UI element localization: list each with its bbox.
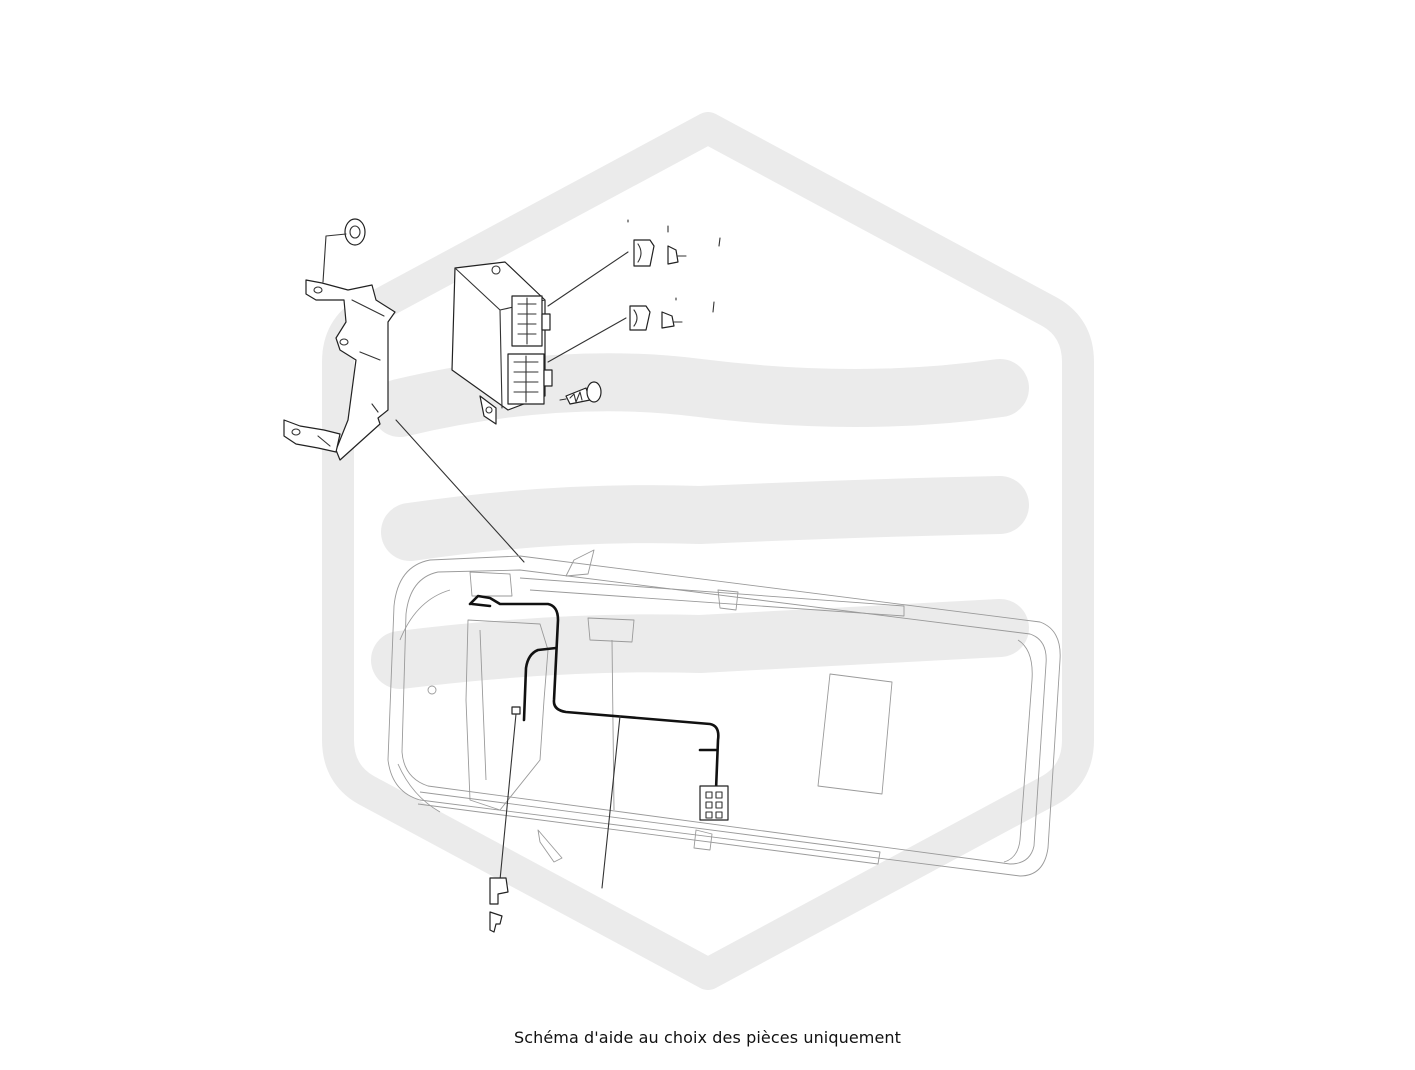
wiring-harness-icon xyxy=(468,594,729,821)
screw-icon xyxy=(559,381,602,405)
terminal-icon xyxy=(627,219,721,329)
vehicle-outline-icon xyxy=(387,549,1061,877)
diagram-caption: Schéma d'aide au choix des pièces unique… xyxy=(513,1028,902,1047)
connector-icon xyxy=(489,877,509,933)
mounting-bracket-icon xyxy=(283,279,396,461)
watermark-logo-icon xyxy=(322,112,1094,990)
control-module-icon xyxy=(451,261,553,425)
connector-icon xyxy=(629,239,655,331)
nut-icon xyxy=(322,218,366,283)
